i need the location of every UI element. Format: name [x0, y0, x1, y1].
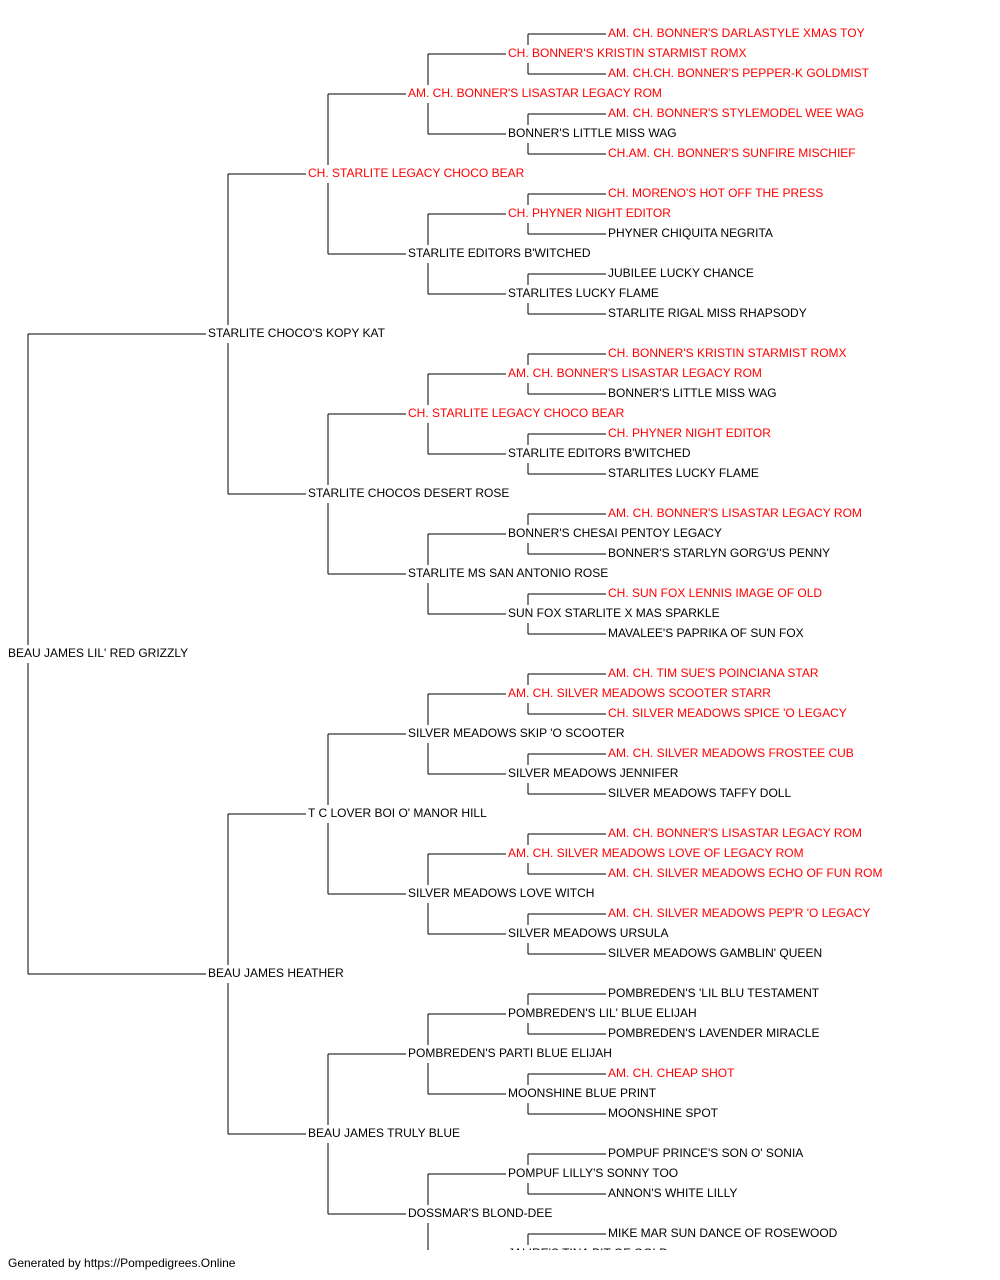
ancestor-name[interactable]: SILVER MEADOWS JENNIFER [508, 766, 679, 780]
ancestor-name[interactable]: BONNER'S LITTLE MISS WAG [608, 386, 777, 400]
ancestor-name[interactable]: SILVER MEADOWS LOVE WITCH [408, 886, 594, 900]
ancestor-name[interactable]: STARLITE CHOCOS DESERT ROSE [308, 486, 509, 500]
ancestor-name[interactable]: CH. SUN FOX LENNIS IMAGE OF OLD [608, 586, 822, 600]
ancestor-name[interactable]: AM. CH. TIM SUE'S POINCIANA STAR [608, 666, 819, 680]
ancestor-name[interactable]: STARLITE CHOCO'S KOPY KAT [208, 326, 386, 340]
pedigree-tree: BEAU JAMES LIL' RED GRIZZLY STARLITE CHOC… [8, 26, 882, 1250]
ancestor-name[interactable]: POMBREDEN'S PARTI BLUE ELIJAH [408, 1046, 612, 1060]
ancestor-name[interactable]: MIKE MAR SUN DANCE OF ROSEWOOD [608, 1226, 838, 1240]
ancestor-name[interactable]: AM. CH. BONNER'S DARLASTYLE XMAS TOY [608, 26, 865, 40]
ancestor-name[interactable]: AM. CH. BONNER'S LISASTAR LEGACY ROM [508, 366, 762, 380]
ancestor-name[interactable]: MAVALEE'S PAPRIKA OF SUN FOX [608, 626, 804, 640]
ancestor-name[interactable]: ANNON'S WHITE LILLY [608, 1186, 737, 1200]
ancestor-name[interactable]: CH.AM. CH. BONNER'S SUNFIRE MISCHIEF [608, 146, 856, 160]
ancestor-name[interactable]: JUBILEE LUCKY CHANCE [608, 266, 754, 280]
ancestor-name[interactable]: BEAU JAMES TRULY BLUE [308, 1126, 460, 1140]
ancestor-name[interactable]: CH. STARLITE LEGACY CHOCO BEAR [408, 406, 625, 420]
ancestor-name[interactable]: AM. CH. SILVER MEADOWS FROSTEE CUB [608, 746, 854, 760]
ancestor-name[interactable]: SUN FOX STARLITE X MAS SPARKLE [508, 606, 720, 620]
ancestor-name[interactable]: STARLITE MS SAN ANTONIO ROSE [408, 566, 608, 580]
ancestor-name[interactable]: AM. CH. BONNER'S LISASTAR LEGACY ROM [608, 826, 862, 840]
ancestor-name[interactable]: BONNER'S CHESAI PENTOY LEGACY [508, 526, 722, 540]
ancestor-name[interactable]: BONNER'S STARLYN GORG'US PENNY [608, 546, 830, 560]
ancestor-name[interactable]: CH. PHYNER NIGHT EDITOR [508, 206, 671, 220]
ancestor-name[interactable]: POMBREDEN'S 'LIL BLU TESTAMENT [608, 986, 820, 1000]
ancestor-name[interactable]: CH. BONNER'S KRISTIN STARMIST ROMX [608, 346, 847, 360]
footer-credit: Generated by https://Pompedigrees.Online [8, 1256, 236, 1270]
ancestor-name[interactable]: CH. PHYNER NIGHT EDITOR [608, 426, 771, 440]
ancestor-name[interactable]: AM. CH. CHEAP SHOT [608, 1066, 735, 1080]
ancestor-name[interactable]: STARLITE EDITORS B'WITCHED [408, 246, 591, 260]
ancestor-name[interactable]: MOONSHINE BLUE PRINT [508, 1086, 657, 1100]
ancestor-name[interactable]: STARLITE EDITORS B'WITCHED [508, 446, 691, 460]
ancestor-name[interactable]: SILVER MEADOWS SKIP 'O SCOOTER [408, 726, 625, 740]
ancestor-name[interactable]: CH. SILVER MEADOWS SPICE 'O LEGACY [608, 706, 847, 720]
subject-dog-name[interactable]: BEAU JAMES LIL' RED GRIZZLY [8, 646, 188, 660]
ancestor-name[interactable]: CH. MORENO'S HOT OFF THE PRESS [608, 186, 823, 200]
ancestor-name[interactable]: STARLITES LUCKY FLAME [608, 466, 759, 480]
ancestor-name[interactable]: DOSSMAR'S BLOND-DEE [408, 1206, 552, 1220]
ancestor-name[interactable]: AM. CH. BONNER'S LISASTAR LEGACY ROM [408, 86, 662, 100]
ancestor-name[interactable]: AM. CH. BONNER'S LISASTAR LEGACY ROM [608, 506, 862, 520]
ancestor-name[interactable]: POMPUF PRINCE'S SON O' SONIA [608, 1146, 803, 1160]
ancestor-name[interactable]: T C LOVER BOI O' MANOR HILL [308, 806, 487, 820]
ancestor-name[interactable]: MOONSHINE SPOT [608, 1106, 719, 1120]
ancestor-name[interactable]: SILVER MEADOWS URSULA [508, 926, 668, 940]
ancestor-name[interactable]: POMBREDEN'S LIL' BLUE ELIJAH [508, 1006, 697, 1020]
ancestor-name[interactable]: SILVER MEADOWS GAMBLIN' QUEEN [608, 946, 822, 960]
ancestor-name[interactable]: AM. CH. SILVER MEADOWS PEP'R 'O LEGACY [608, 906, 870, 920]
ancestor-name[interactable]: CH. BONNER'S KRISTIN STARMIST ROMX [508, 46, 747, 60]
ancestor-name[interactable]: POMPUF LILLY'S SONNY TOO [508, 1166, 678, 1180]
ancestor-name[interactable]: AM. CH. SILVER MEADOWS SCOOTER STARR [508, 686, 771, 700]
ancestor-name[interactable]: POMBREDEN'S LAVENDER MIRACLE [608, 1026, 819, 1040]
ancestor-name[interactable]: AM. CH. BONNER'S STYLEMODEL WEE WAG [608, 106, 864, 120]
ancestor-name[interactable]: AM. CH. SILVER MEADOWS LOVE OF LEGACY RO… [508, 846, 804, 860]
ancestor-name[interactable]: SILVER MEADOWS TAFFY DOLL [608, 786, 791, 800]
ancestor-name[interactable]: PHYNER CHIQUITA NEGRITA [608, 226, 773, 240]
ancestor-name[interactable]: STARLITES LUCKY FLAME [508, 286, 659, 300]
ancestor-name[interactable]: CH. STARLITE LEGACY CHOCO BEAR [308, 166, 525, 180]
ancestor-name[interactable]: BEAU JAMES HEATHER [208, 966, 344, 980]
ancestor-name[interactable]: JALIRE'S TINA BIT OF GOLD [508, 1246, 668, 1250]
ancestor-name[interactable]: AM. CH. SILVER MEADOWS ECHO OF FUN ROM [608, 866, 882, 880]
ancestor-name[interactable]: BONNER'S LITTLE MISS WAG [508, 126, 677, 140]
ancestor-name[interactable]: STARLITE RIGAL MISS RHAPSODY [608, 306, 807, 320]
ancestor-name[interactable]: AM. CH.CH. BONNER'S PEPPER-K GOLDMIST [608, 66, 870, 80]
